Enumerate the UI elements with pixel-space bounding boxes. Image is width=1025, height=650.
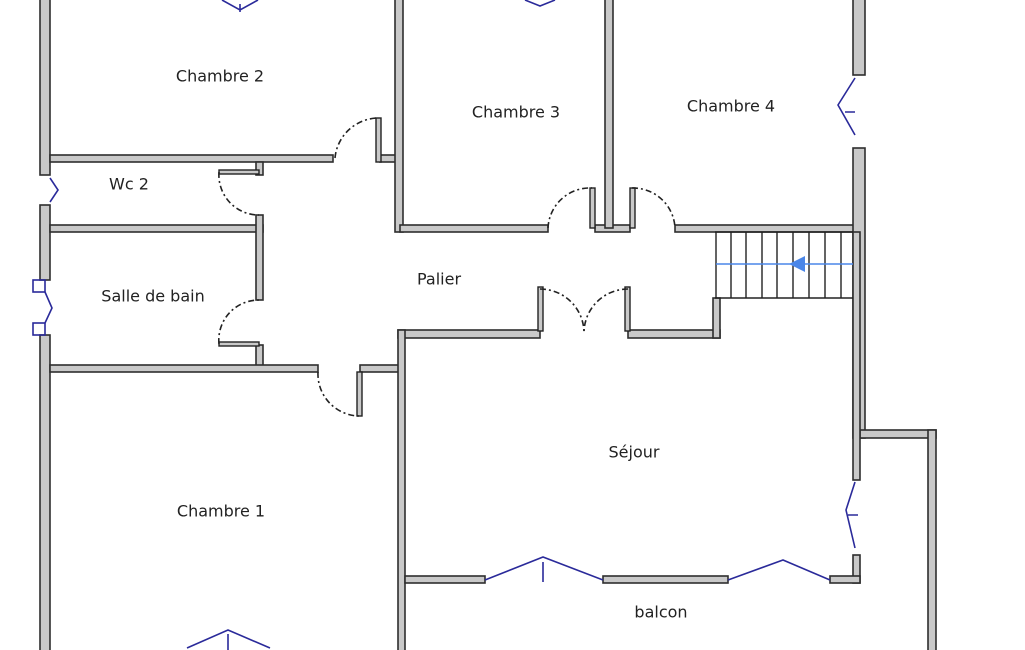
room-label-chambre1: Chambre 1 [176, 501, 266, 521]
room-label-balcon: balcon [634, 602, 688, 622]
room-label-salle-de-bain: Salle de bain [101, 286, 205, 306]
room-label-sejour: Séjour [608, 442, 660, 462]
stairs [715, 231, 853, 299]
stair-arrow-icon [789, 256, 805, 272]
windows [32, 0, 858, 650]
room-label-chambre3: Chambre 3 [471, 102, 561, 122]
room-label-palier: Palier [416, 269, 462, 289]
doors [218, 117, 676, 417]
walls [39, 0, 937, 650]
room-label-wc2: Wc 2 [109, 174, 149, 194]
room-label-chambre2: Chambre 2 [175, 66, 265, 86]
room-label-chambre4: Chambre 4 [686, 96, 776, 116]
